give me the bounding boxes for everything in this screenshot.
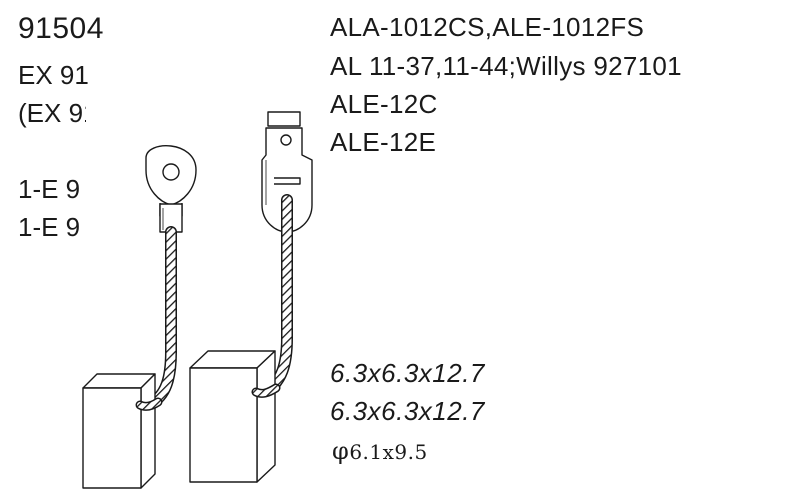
round-dimension-value: 6.1x9.5 [349,440,428,464]
left-line-1: EX 91 [18,60,89,90]
brush-dimension-2: 6.3x6.3x12.7 [330,396,485,426]
part-number: 91504 [18,12,104,45]
brush-assembly-right [189,111,313,483]
left-line-3: 1-E 9 [18,174,81,204]
diameter-symbol: φ [332,437,350,465]
round-dimension: φ6.1x9.5 [332,439,428,463]
text-mask-1 [86,100,200,130]
left-line-4: 1-E 9 [18,212,81,242]
application-line-3: ALE-12C [330,89,438,119]
application-line-2: AL 11-37,11-44;Willys 927101 [330,51,682,81]
carbon-block-icon [82,373,163,489]
application-line-1: ALA-1012CS,ALE-1012FS [330,12,645,42]
application-line-4: ALE-12E [330,127,437,157]
brush-dimension-1: 6.3x6.3x12.7 [330,358,485,388]
ring-terminal-icon [145,145,197,233]
carbon-block-icon-right [189,350,281,483]
brush-assembly-left [82,145,197,489]
